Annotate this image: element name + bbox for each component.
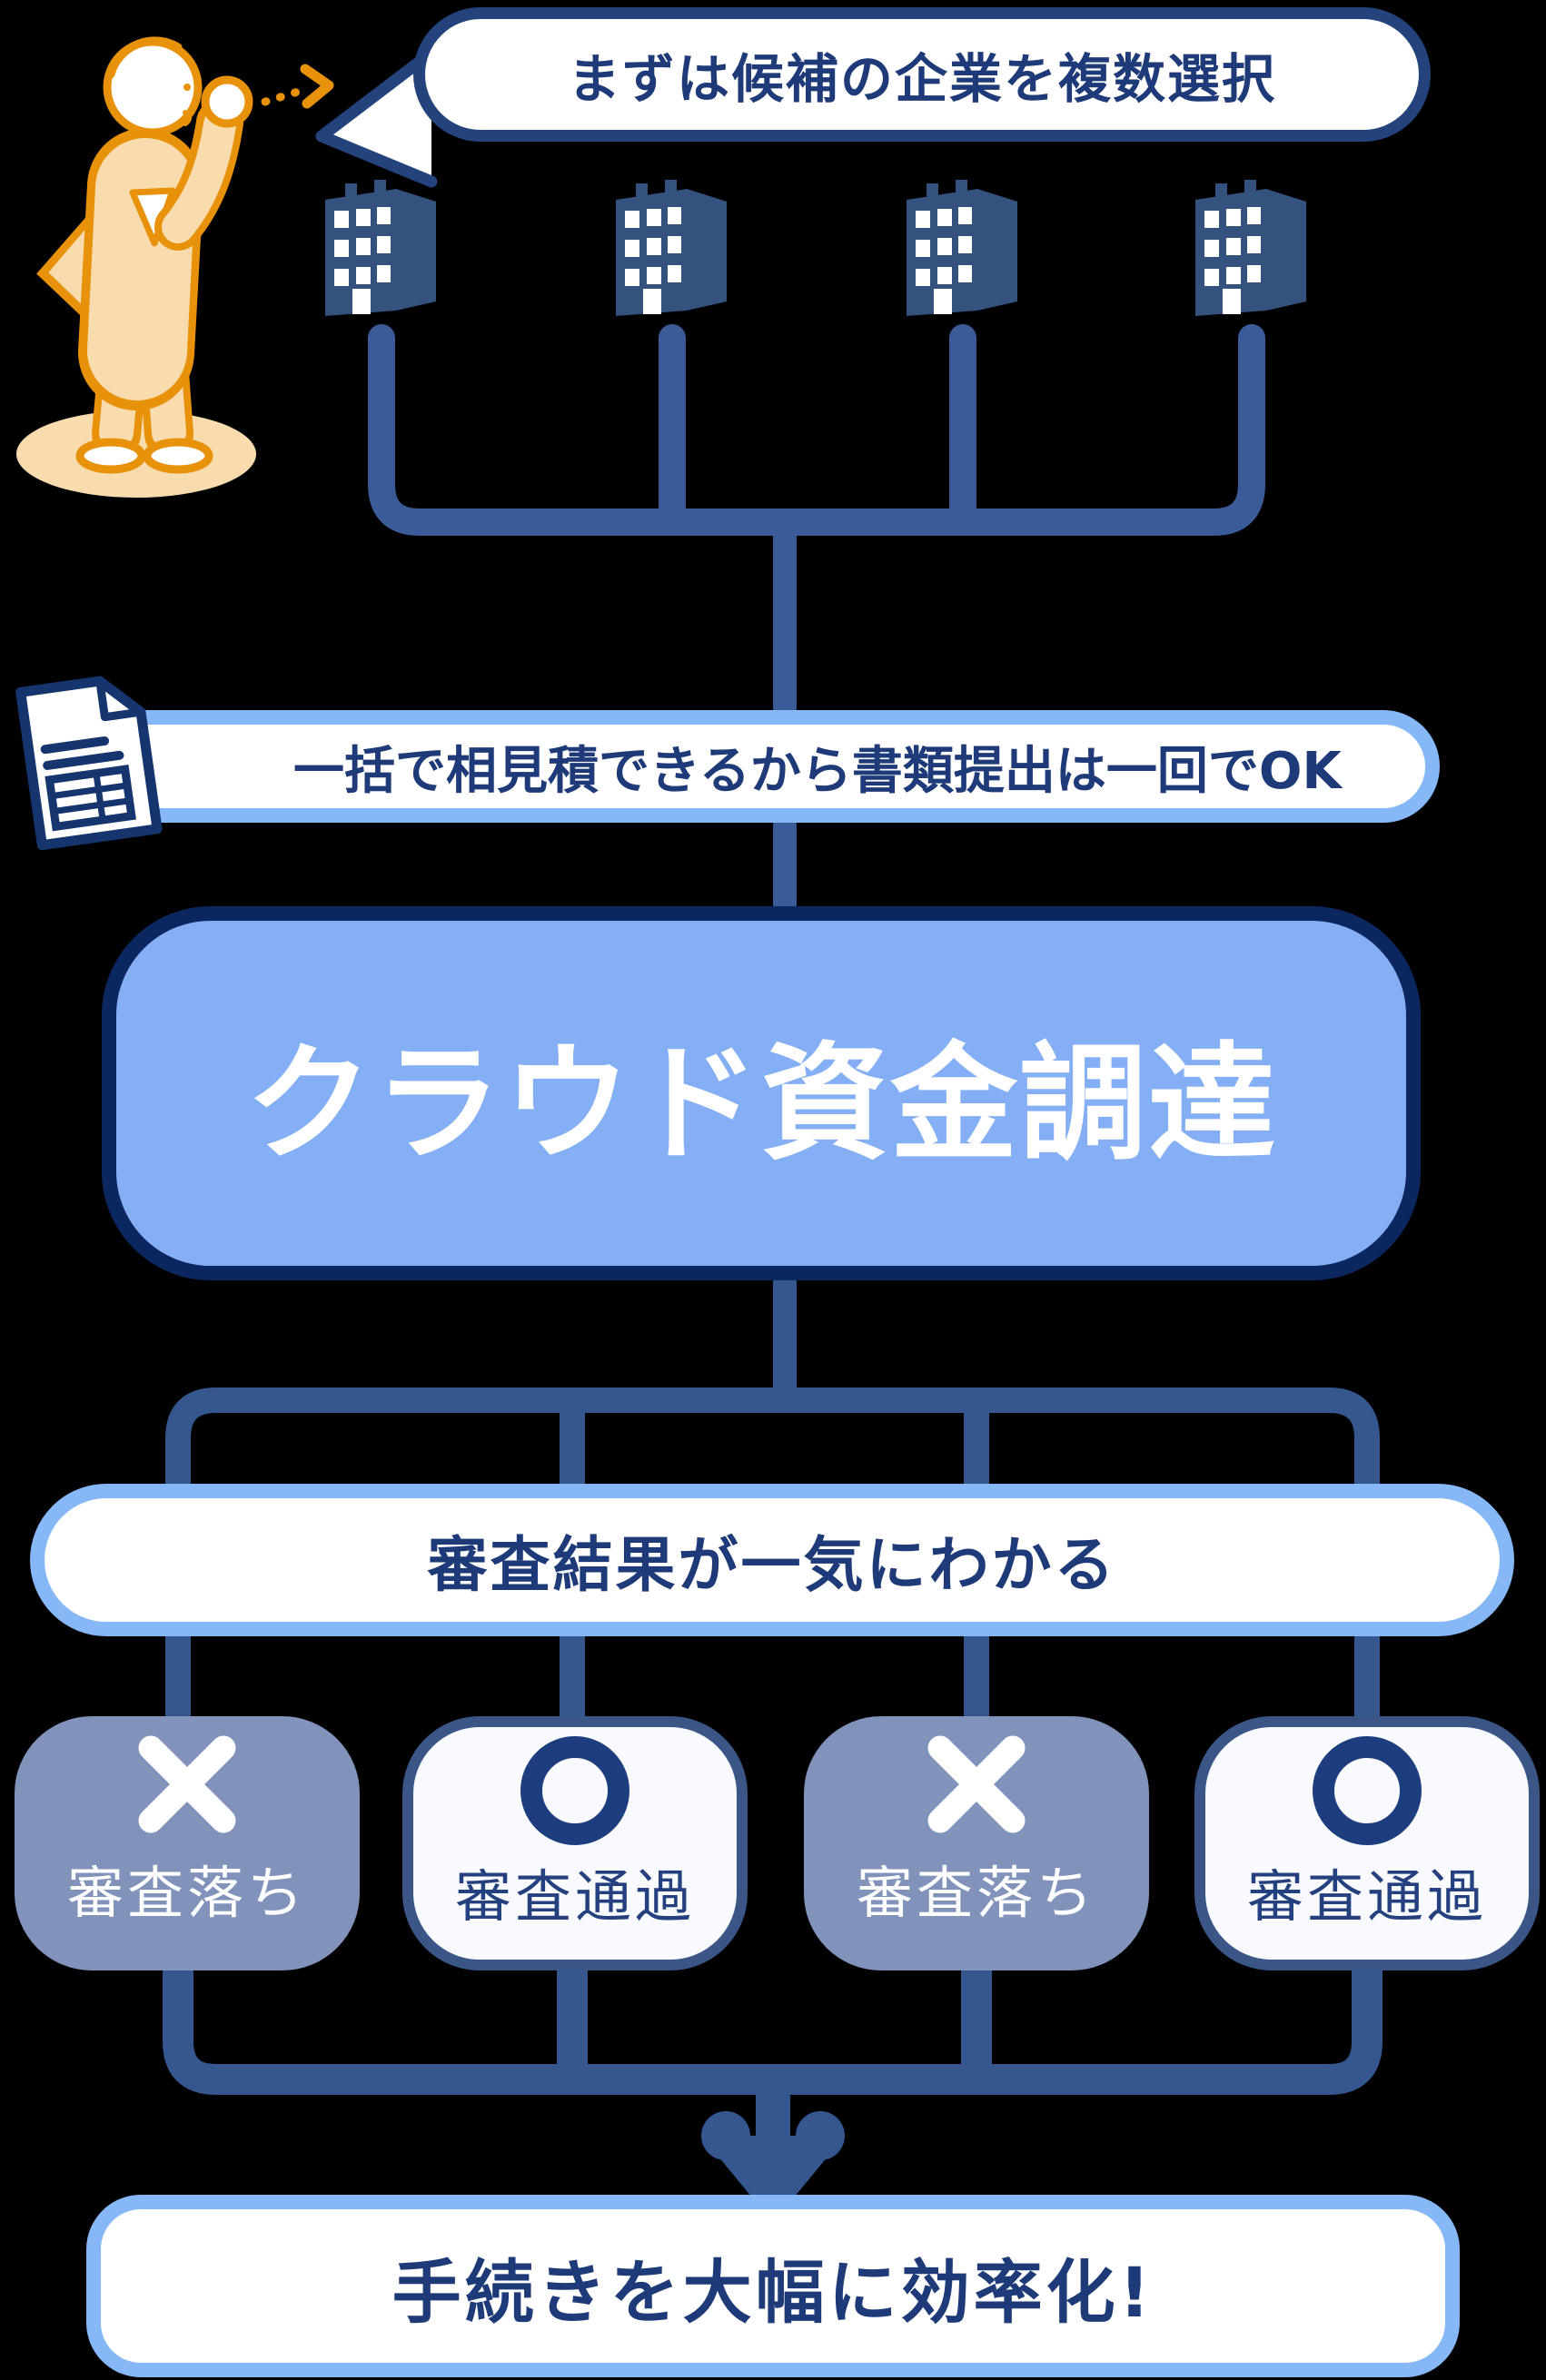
main-box: クラウド資金調達 [102, 906, 1421, 1280]
speech-bubble-text: まずは候補の企業を複数選択 [567, 48, 1276, 110]
document-icon [15, 676, 163, 851]
result-label: 審査通過 [1246, 1863, 1487, 1930]
x-mark-icon [927, 1735, 1026, 1833]
building-icon [907, 180, 1017, 316]
result-label: 審査通過 [454, 1863, 695, 1930]
result-box-pass: 審査通過 [1194, 1716, 1540, 1970]
building-icon [1195, 180, 1306, 316]
result-label: 審査落ち [856, 1860, 1096, 1926]
building-icon [616, 180, 727, 316]
person-illustration [16, 36, 334, 498]
circle-mark-icon [1313, 1736, 1422, 1845]
results-banner: 審査結果が一気にわかる [30, 1484, 1514, 1636]
batch-banner: 一括で相見積できるから書類提出は一回でOK [86, 710, 1440, 823]
speech-bubble [413, 7, 1431, 142]
circle-mark-icon [520, 1736, 629, 1845]
x-mark-icon [138, 1735, 236, 1833]
footer-banner: 手続きを大幅に効率化! [86, 2195, 1460, 2377]
batch-banner-text: 一括で相見積できるから書類提出は一回でOK [293, 741, 1342, 801]
speech-bubble-tail [315, 46, 438, 188]
dotted-arrow-icon [261, 64, 334, 109]
result-box-fail: 審査落ち [15, 1716, 360, 1970]
result-box-pass: 審査通過 [402, 1716, 748, 1970]
result-label: 審査落ち [66, 1860, 307, 1926]
down-arrow-icon [701, 2079, 845, 2223]
result-box-fail: 審査落ち [804, 1716, 1149, 1970]
footer-banner-text: 手続きを大幅に効率化! [391, 2251, 1155, 2333]
results-banner-text: 審査結果が一気にわかる [427, 1530, 1117, 1600]
main-box-text: クラウド資金調達 [244, 1031, 1277, 1179]
